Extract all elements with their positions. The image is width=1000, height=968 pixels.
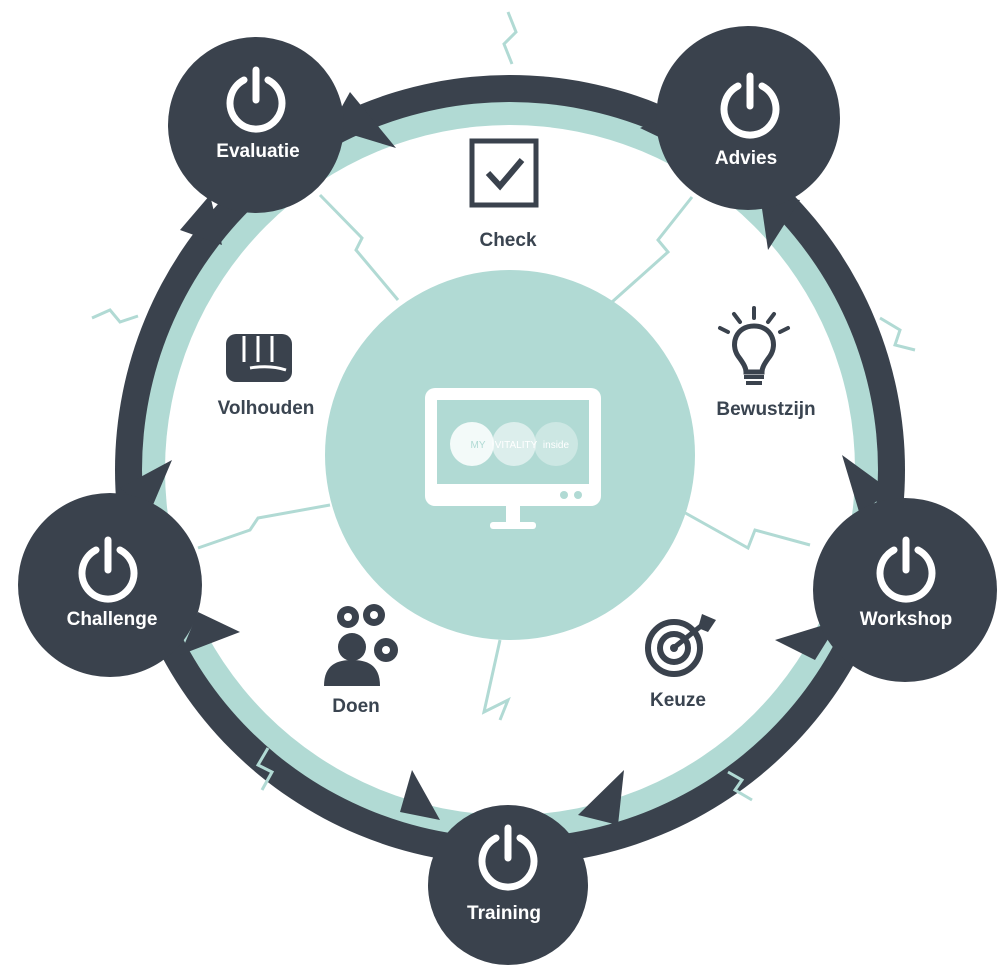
stage-node-training: Training [428, 805, 588, 965]
segment-label-volhouden: Volhouden [218, 398, 315, 419]
power-icon [876, 536, 936, 603]
power-icon [226, 66, 286, 133]
segment-check: Check [469, 138, 539, 251]
monitor-icon: MY VITALITY inside [425, 388, 601, 529]
gears-person-icon [324, 604, 398, 686]
stage-node-challenge: Challenge [18, 493, 202, 677]
stage-label-evaluatie: Evaluatie [216, 141, 299, 162]
stage-label-advies: Advies [715, 148, 777, 169]
stage-label-training: Training [467, 903, 541, 924]
segment-label-bewustzijn: Bewustzijn [716, 399, 815, 420]
fist-icon [226, 334, 292, 382]
power-icon [78, 536, 138, 603]
segment-doen: Doen [324, 604, 398, 717]
stage-node-evaluatie: Evaluatie [168, 37, 344, 213]
stage-node-advies: Advies [656, 26, 840, 210]
logo-circle-2 [492, 422, 536, 466]
power-icon [720, 72, 780, 139]
segment-volhouden: Volhouden [218, 334, 315, 419]
segment-label-doen: Doen [332, 696, 380, 717]
segment-label-keuze: Keuze [650, 690, 706, 711]
segment-dividers [197, 193, 811, 721]
segment-bewustzijn: Bewustzijn [716, 306, 816, 420]
power-icon [478, 824, 538, 891]
stage-node-workshop: Workshop [813, 498, 997, 682]
logo-circle-3 [534, 422, 578, 466]
segment-keuze: Keuze [645, 614, 716, 711]
logo-word-3: inside [543, 440, 570, 451]
checkbox-icon [469, 138, 539, 208]
target-icon [645, 614, 716, 677]
segment-label-check: Check [479, 230, 536, 251]
lightbulb-icon [718, 306, 790, 385]
stage-label-challenge: Challenge [67, 609, 158, 630]
logo-word-2: VITALITY [495, 440, 538, 451]
logo-word-1: MY [471, 440, 486, 451]
ring-notches [91, 11, 916, 802]
stage-label-workshop: Workshop [860, 609, 953, 630]
logo-circle-1 [450, 422, 494, 466]
